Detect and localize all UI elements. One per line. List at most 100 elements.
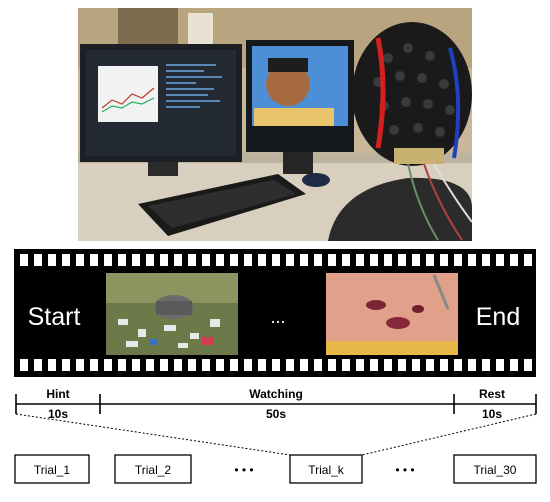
perforation-hole xyxy=(398,359,406,371)
perforation-hole xyxy=(244,254,252,266)
perforation-hole xyxy=(76,254,84,266)
perforation-hole xyxy=(384,254,392,266)
perforation-hole xyxy=(34,359,42,371)
trial-box-30: Trial_30 xyxy=(453,454,537,484)
film-perforations-bottom xyxy=(20,359,532,371)
perforation-hole xyxy=(174,359,182,371)
perforation-hole xyxy=(510,359,518,371)
trial-30-label: Trial_30 xyxy=(474,463,517,477)
perforation-hole xyxy=(146,254,154,266)
perforation-hole xyxy=(524,254,532,266)
perforation-hole xyxy=(216,359,224,371)
perforation-hole xyxy=(76,359,84,371)
perforation-hole xyxy=(482,254,490,266)
perforation-hole xyxy=(300,359,308,371)
perforation-hole xyxy=(160,254,168,266)
perforation-hole xyxy=(230,254,238,266)
perforation-hole xyxy=(132,254,140,266)
perforation-hole xyxy=(90,254,98,266)
zoom-connector-lines xyxy=(15,413,537,456)
perforation-hole xyxy=(454,359,462,371)
perforation-hole xyxy=(62,359,70,371)
segment-watching-duration: 50s xyxy=(266,407,286,421)
perforation-hole xyxy=(412,359,420,371)
frames-ellipsis: ... xyxy=(270,307,285,327)
perforation-hole xyxy=(272,359,280,371)
perforation-hole xyxy=(300,254,308,266)
segment-rest-label: Rest xyxy=(479,387,505,401)
perforation-hole xyxy=(482,359,490,371)
perforation-hole xyxy=(524,359,532,371)
perforation-hole xyxy=(440,359,448,371)
wound-hand-image xyxy=(326,273,458,355)
trial-box-2: Trial_2 xyxy=(114,454,192,484)
perforation-hole xyxy=(174,254,182,266)
trial-box-k: Trial_k xyxy=(289,454,363,484)
segment-rest-duration: 10s xyxy=(482,407,502,421)
perforation-hole xyxy=(104,359,112,371)
perforation-hole xyxy=(314,359,322,371)
perforation-hole xyxy=(34,254,42,266)
perforation-hole xyxy=(496,359,504,371)
stimulus-monitor xyxy=(246,40,354,174)
perforation-hole xyxy=(384,359,392,371)
perforation-hole xyxy=(188,254,196,266)
perforation-hole xyxy=(328,254,336,266)
perforation-hole xyxy=(104,254,112,266)
perforation-hole xyxy=(20,359,28,371)
end-label: End xyxy=(476,303,520,331)
perforation-hole xyxy=(328,359,336,371)
perforation-hole xyxy=(496,254,504,266)
perforation-hole xyxy=(20,254,28,266)
perforation-hole xyxy=(272,254,280,266)
perforation-hole xyxy=(356,359,364,371)
film-perforations-top xyxy=(20,254,532,266)
perforation-hole xyxy=(258,254,266,266)
perforation-hole xyxy=(146,359,154,371)
segment-hint-duration: 10s xyxy=(48,407,68,421)
perforation-hole xyxy=(188,359,196,371)
garbage-scene-image xyxy=(106,273,238,355)
perforation-hole xyxy=(90,359,98,371)
trials-ellipsis-1: • • • xyxy=(234,463,253,477)
start-label: Start xyxy=(28,303,81,331)
perforation-hole xyxy=(286,359,294,371)
perforation-hole xyxy=(118,254,126,266)
trial-timeline: Hint Watching Rest 10s 50s 10s Trial_1 T… xyxy=(14,387,537,484)
perforation-hole xyxy=(426,254,434,266)
eeg-cap-icon xyxy=(352,22,472,241)
trial-1-label: Trial_1 xyxy=(34,463,71,477)
perforation-hole xyxy=(426,359,434,371)
perforation-hole xyxy=(370,359,378,371)
perforation-hole xyxy=(48,359,56,371)
perforation-hole xyxy=(314,254,322,266)
film-strip: Start ... End xyxy=(14,249,536,377)
segment-hint-label: Hint xyxy=(46,387,69,401)
perforation-hole xyxy=(342,254,350,266)
perforation-hole xyxy=(160,359,168,371)
perforation-hole xyxy=(62,254,70,266)
perforation-hole xyxy=(286,254,294,266)
timeline-axis xyxy=(15,394,537,414)
perforation-hole xyxy=(356,254,364,266)
trial-2-label: Trial_2 xyxy=(135,463,172,477)
perforation-hole xyxy=(398,254,406,266)
perforation-hole xyxy=(468,359,476,371)
eeg-lab-photo xyxy=(78,8,472,241)
perforation-hole xyxy=(216,254,224,266)
perforation-hole xyxy=(118,359,126,371)
perforation-hole xyxy=(440,254,448,266)
trials-ellipsis-2: • • • xyxy=(395,463,414,477)
monitor-icon xyxy=(80,44,242,176)
perforation-hole xyxy=(412,254,420,266)
perforation-hole xyxy=(48,254,56,266)
trial-box-1: Trial_1 xyxy=(14,454,90,484)
perforation-hole xyxy=(202,359,210,371)
perforation-hole xyxy=(230,359,238,371)
perforation-hole xyxy=(202,254,210,266)
trial-k-label: Trial_k xyxy=(308,463,345,477)
perforation-hole xyxy=(342,359,350,371)
perforation-hole xyxy=(454,254,462,266)
perforation-hole xyxy=(244,359,252,371)
perforation-hole xyxy=(132,359,140,371)
